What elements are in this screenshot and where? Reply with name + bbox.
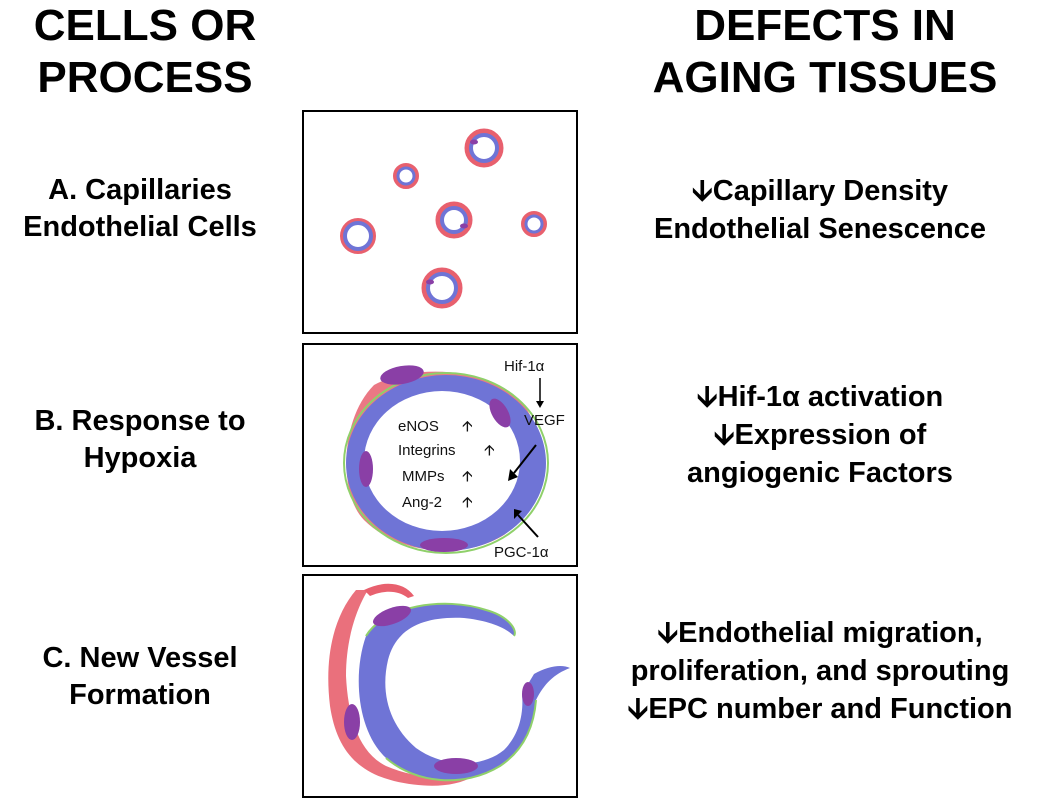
row-a-label-line-1: A. Capillaries (48, 174, 232, 206)
nucleus (380, 365, 424, 385)
pgc-arrow-icon (517, 514, 539, 538)
hypoxia-vessel-illustration: Hif-1α VEGF eNOS Integrins MMPs Ang-2 🡩 … (343, 358, 565, 561)
row-a-defect-2-text: Endothelial Senescence (653, 213, 986, 245)
row-b-defect-3: angiogenic Factors (620, 454, 1020, 492)
row-b-defect-1: 🡫Hif-1α activation (620, 378, 1020, 416)
capillary-cross-section (435, 201, 473, 239)
panel-c-new-vessel (302, 574, 578, 798)
mmps-label: MMPs (402, 468, 445, 485)
left-column-header: CELLS OR PROCESS (0, 0, 290, 104)
up-arrow-icon: 🡩 (462, 494, 473, 511)
row-c-defects: 🡫Endothelial migration, proliferation, a… (590, 614, 1050, 728)
down-arrow-icon: 🡫 (691, 175, 713, 207)
vegf-label: VEGF (524, 412, 565, 429)
sprouting-vessel-illustration (328, 583, 570, 786)
integrins-label: Integrins (398, 442, 456, 459)
up-arrow-icon: 🡩 (462, 418, 473, 435)
down-arrow-icon: 🡫 (627, 693, 649, 725)
row-c-defect-2-text: proliferation, and sprouting (630, 655, 1010, 687)
capillary-cross-section (393, 163, 419, 189)
vessel-lumen (364, 391, 520, 531)
row-a-defect-2: Endothelial Senescence (620, 210, 1020, 248)
capillaries-illustration (340, 128, 547, 309)
nucleus (420, 538, 468, 552)
ang2-label: Ang-2 (402, 494, 442, 511)
row-c-defect-2: proliferation, and sprouting (590, 652, 1050, 690)
capillary-cross-section (340, 218, 376, 254)
panel-a-capillaries (302, 110, 578, 334)
right-header-line-2: AGING TISSUES (652, 53, 998, 102)
row-a-label-line-2: Endothelial Cells (23, 211, 257, 243)
row-b-defect-1-text: Hif-1α activation (717, 381, 944, 413)
left-header-line-1: CELLS OR (33, 1, 257, 50)
row-c-label-line-1: C. New Vessel (42, 642, 238, 674)
nucleus (344, 704, 360, 740)
panel-b-hypoxia: Hif-1α VEGF eNOS Integrins MMPs Ang-2 🡩 … (302, 343, 578, 567)
basement-membrane (343, 372, 549, 554)
hif-arrowhead-icon (536, 401, 544, 408)
nucleus (522, 682, 534, 706)
capillary-cross-section (521, 211, 547, 237)
capillary-cross-section (464, 128, 504, 168)
right-column-header: DEFECTS IN AGING TISSUES (640, 0, 1010, 104)
row-a-label: A. Capillaries Endothelial Cells (0, 172, 290, 246)
row-c-defect-1-text: Endothelial migration, (678, 617, 983, 649)
pgc-label: PGC-1α (494, 544, 549, 561)
endothelial-ring (358, 603, 570, 781)
pgc-arrowhead-icon (514, 509, 522, 519)
enos-label: eNOS (398, 418, 439, 435)
row-c-defect-1: 🡫Endothelial migration, (590, 614, 1050, 652)
row-b-label-line-2: Hypoxia (83, 442, 197, 474)
row-b-label-line-1: B. Response to (34, 405, 246, 437)
row-a-defects: 🡫Capillary Density Endothelial Senescenc… (620, 172, 1020, 248)
down-arrow-icon: 🡫 (657, 617, 679, 649)
row-b-defect-2-text: Expression of (734, 419, 927, 451)
row-b-defect-2: 🡫Expression of (620, 416, 1020, 454)
left-header-line-2: PROCESS (37, 53, 253, 102)
row-c-defect-3-text: EPC number and Function (648, 693, 1013, 725)
nucleus (373, 605, 411, 627)
row-b-defects: 🡫Hif-1α activation 🡫Expression of angiog… (620, 378, 1020, 492)
up-arrow-icon: 🡩 (462, 468, 473, 485)
nucleus (489, 398, 511, 428)
pericyte-sprout (364, 583, 414, 598)
down-arrow-icon: 🡫 (696, 381, 718, 413)
up-arrow-icon: 🡩 (484, 442, 495, 459)
nucleus (359, 451, 373, 487)
row-c-label-line-2: Formation (69, 679, 211, 711)
capillary-cross-section (421, 267, 463, 309)
basement-membrane (385, 699, 537, 782)
row-c-label: C. New Vessel Formation (0, 640, 290, 714)
row-b-label: B. Response to Hypoxia (0, 403, 290, 477)
row-a-defect-1-text: Capillary Density (712, 175, 949, 207)
vegf-arrow-icon (513, 444, 537, 474)
right-header-line-1: DEFECTS IN (694, 1, 956, 50)
hif-label: Hif-1α (504, 358, 545, 375)
down-arrow-icon: 🡫 (713, 419, 735, 451)
row-b-defect-3-text: angiogenic Factors (687, 457, 953, 489)
vegf-arrowhead-icon (508, 469, 518, 481)
nucleus (434, 758, 478, 774)
row-a-defect-1: 🡫Capillary Density (620, 172, 1020, 210)
row-c-defect-3: 🡫EPC number and Function (590, 690, 1050, 728)
